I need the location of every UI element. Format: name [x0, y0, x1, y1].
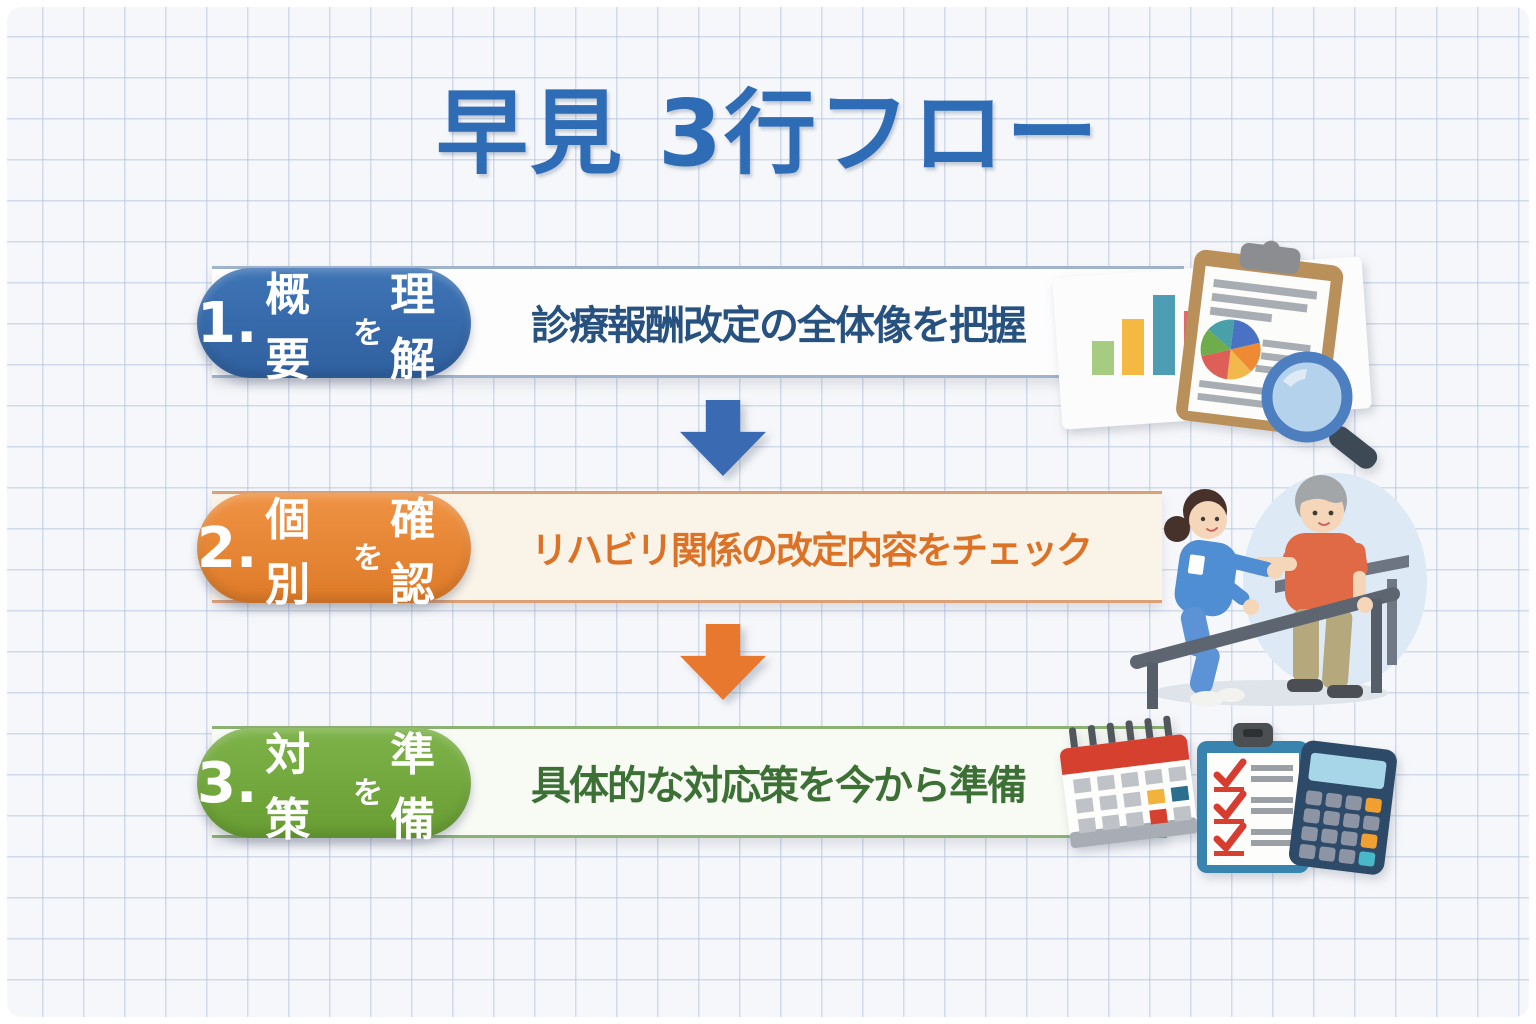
step2-pill: 2. 個別 を 確認 — [197, 493, 471, 611]
step3-label-particle: を — [353, 776, 384, 811]
down-arrow-icon — [680, 624, 766, 700]
down-arrow-1 — [680, 400, 766, 476]
step1-illustration — [1052, 235, 1407, 469]
step3-number: 3. — [197, 750, 258, 816]
nurse — [1164, 489, 1283, 707]
step3-label-part2: 準備 — [390, 728, 436, 846]
step3-label-part1: 対策 — [265, 728, 311, 846]
step2-description: リハビリ関係の改定内容をチェック — [531, 529, 1093, 572]
step1-label-part2: 理解 — [390, 268, 436, 386]
step2-label-particle: を — [353, 541, 384, 576]
step1-number: 1. — [197, 290, 258, 356]
calculator-icon — [1288, 740, 1397, 875]
clipboard-report-scene — [1052, 240, 1378, 469]
step3-illustration — [1055, 715, 1407, 879]
down-arrow-icon — [680, 400, 766, 476]
step2-illustration — [1125, 459, 1427, 711]
rehab-parallel-bars-illustration — [1130, 473, 1427, 709]
step3-pill: 3. 対策 を 準備 — [197, 728, 471, 846]
step2-label-part1: 個別 — [265, 493, 311, 611]
step2-number: 2. — [197, 515, 258, 581]
step1-label-part1: 概要 — [265, 268, 311, 386]
elderly-man — [1253, 475, 1368, 698]
magnifier-icon — [1261, 351, 1378, 469]
step1-pill: 1. 概要 を 理解 — [197, 268, 471, 386]
graph-paper-background: 早見 3行フロー 1. 概要 を 理解 診療報酬改定の全体像を把握 — [7, 7, 1529, 1017]
step2-label-part2: 確認 — [390, 493, 436, 611]
parallel-bar — [1130, 587, 1400, 709]
pie-chart-icon — [1200, 319, 1261, 380]
step1-description: 診療報酬改定の全体像を把握 — [531, 303, 1027, 349]
planning-tools-scene — [1060, 715, 1397, 875]
page-title: 早見 3行フロー — [435, 80, 1101, 187]
step3-description: 具体的な対応策を今から準備 — [531, 763, 1027, 809]
step1-label-particle: を — [353, 316, 384, 351]
calendar-icon — [1060, 715, 1198, 848]
checklist-icon — [1197, 723, 1309, 873]
down-arrow-2 — [680, 624, 766, 700]
